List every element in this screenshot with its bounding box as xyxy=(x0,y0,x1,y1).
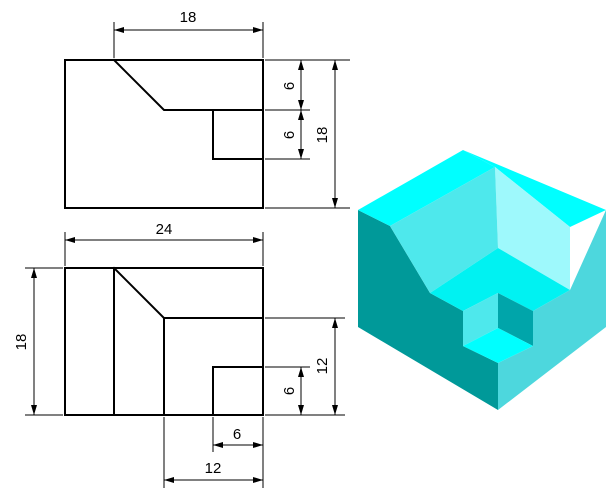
dim-label: 6 xyxy=(233,426,241,443)
iso-top-left-face xyxy=(358,150,495,226)
front-view xyxy=(64,266,264,416)
dim-top-width: 18 xyxy=(113,9,264,58)
iso-inner-back-wall xyxy=(495,167,570,290)
iso-right-face xyxy=(498,210,606,410)
isometric-view xyxy=(358,150,606,410)
top-view xyxy=(64,58,264,209)
dim-label: 6 xyxy=(281,131,298,139)
front-view-pocket-edge xyxy=(212,366,264,416)
dim-label: 18 xyxy=(13,334,30,351)
dim-label: 18 xyxy=(180,9,197,26)
dim-front-height: 18 xyxy=(13,267,63,416)
dim-label: 18 xyxy=(314,127,331,144)
iso-slope-face xyxy=(390,167,498,293)
dim-label: 12 xyxy=(314,358,331,375)
iso-pocket-floor xyxy=(463,328,533,363)
dim-label: 6 xyxy=(281,82,298,90)
top-view-outline xyxy=(64,59,264,209)
iso-top-right-face xyxy=(463,150,606,227)
dim-label: 24 xyxy=(156,221,173,238)
front-view-slope-edge xyxy=(112,266,165,416)
iso-left-face xyxy=(358,210,498,410)
dim-front-bottom: 6 12 xyxy=(163,417,264,488)
dim-front-heights-right: 6 12 xyxy=(265,317,345,416)
dim-label: 6 xyxy=(281,387,298,395)
top-view-slope-edge xyxy=(112,58,264,111)
iso-pocket-left-wall xyxy=(463,293,498,346)
dim-top-height-total: 18 xyxy=(314,60,338,208)
iso-floor-face xyxy=(430,248,570,311)
top-view-pocket-edge xyxy=(212,109,264,160)
iso-pocket-right-wall xyxy=(498,293,533,346)
dim-label: 12 xyxy=(205,460,222,477)
dim-top-heights-small: 6 6 xyxy=(265,59,350,209)
dim-front-width: 24 xyxy=(64,221,264,266)
